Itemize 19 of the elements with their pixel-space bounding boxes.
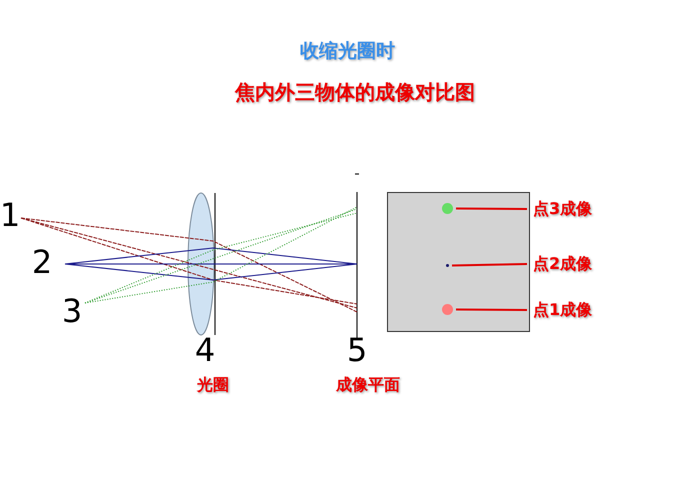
part-number: 5 (346, 334, 368, 366)
image-spot (442, 304, 453, 315)
point-number: 3 (62, 295, 82, 327)
subtitle: 焦内外三物体的成像对比图 (235, 82, 475, 102)
image-label: 点2成像 (533, 253, 592, 275)
image-spot (442, 203, 453, 214)
part-label: 成像平面 (336, 377, 400, 393)
part-label: 光圈 (197, 377, 229, 393)
leader-line (456, 208, 527, 210)
title: 收缩光圈时 (299, 39, 396, 64)
image-spot (446, 264, 449, 267)
image-label: 点3成像 (533, 198, 592, 220)
leader-line (452, 263, 528, 266)
image-screen-panel (387, 192, 530, 332)
leader-line (456, 308, 527, 311)
image-label: 点1成像 (533, 299, 592, 321)
point-number: 2 (32, 246, 52, 278)
point-number: 1 (0, 199, 20, 231)
part-number: 4 (194, 334, 216, 366)
